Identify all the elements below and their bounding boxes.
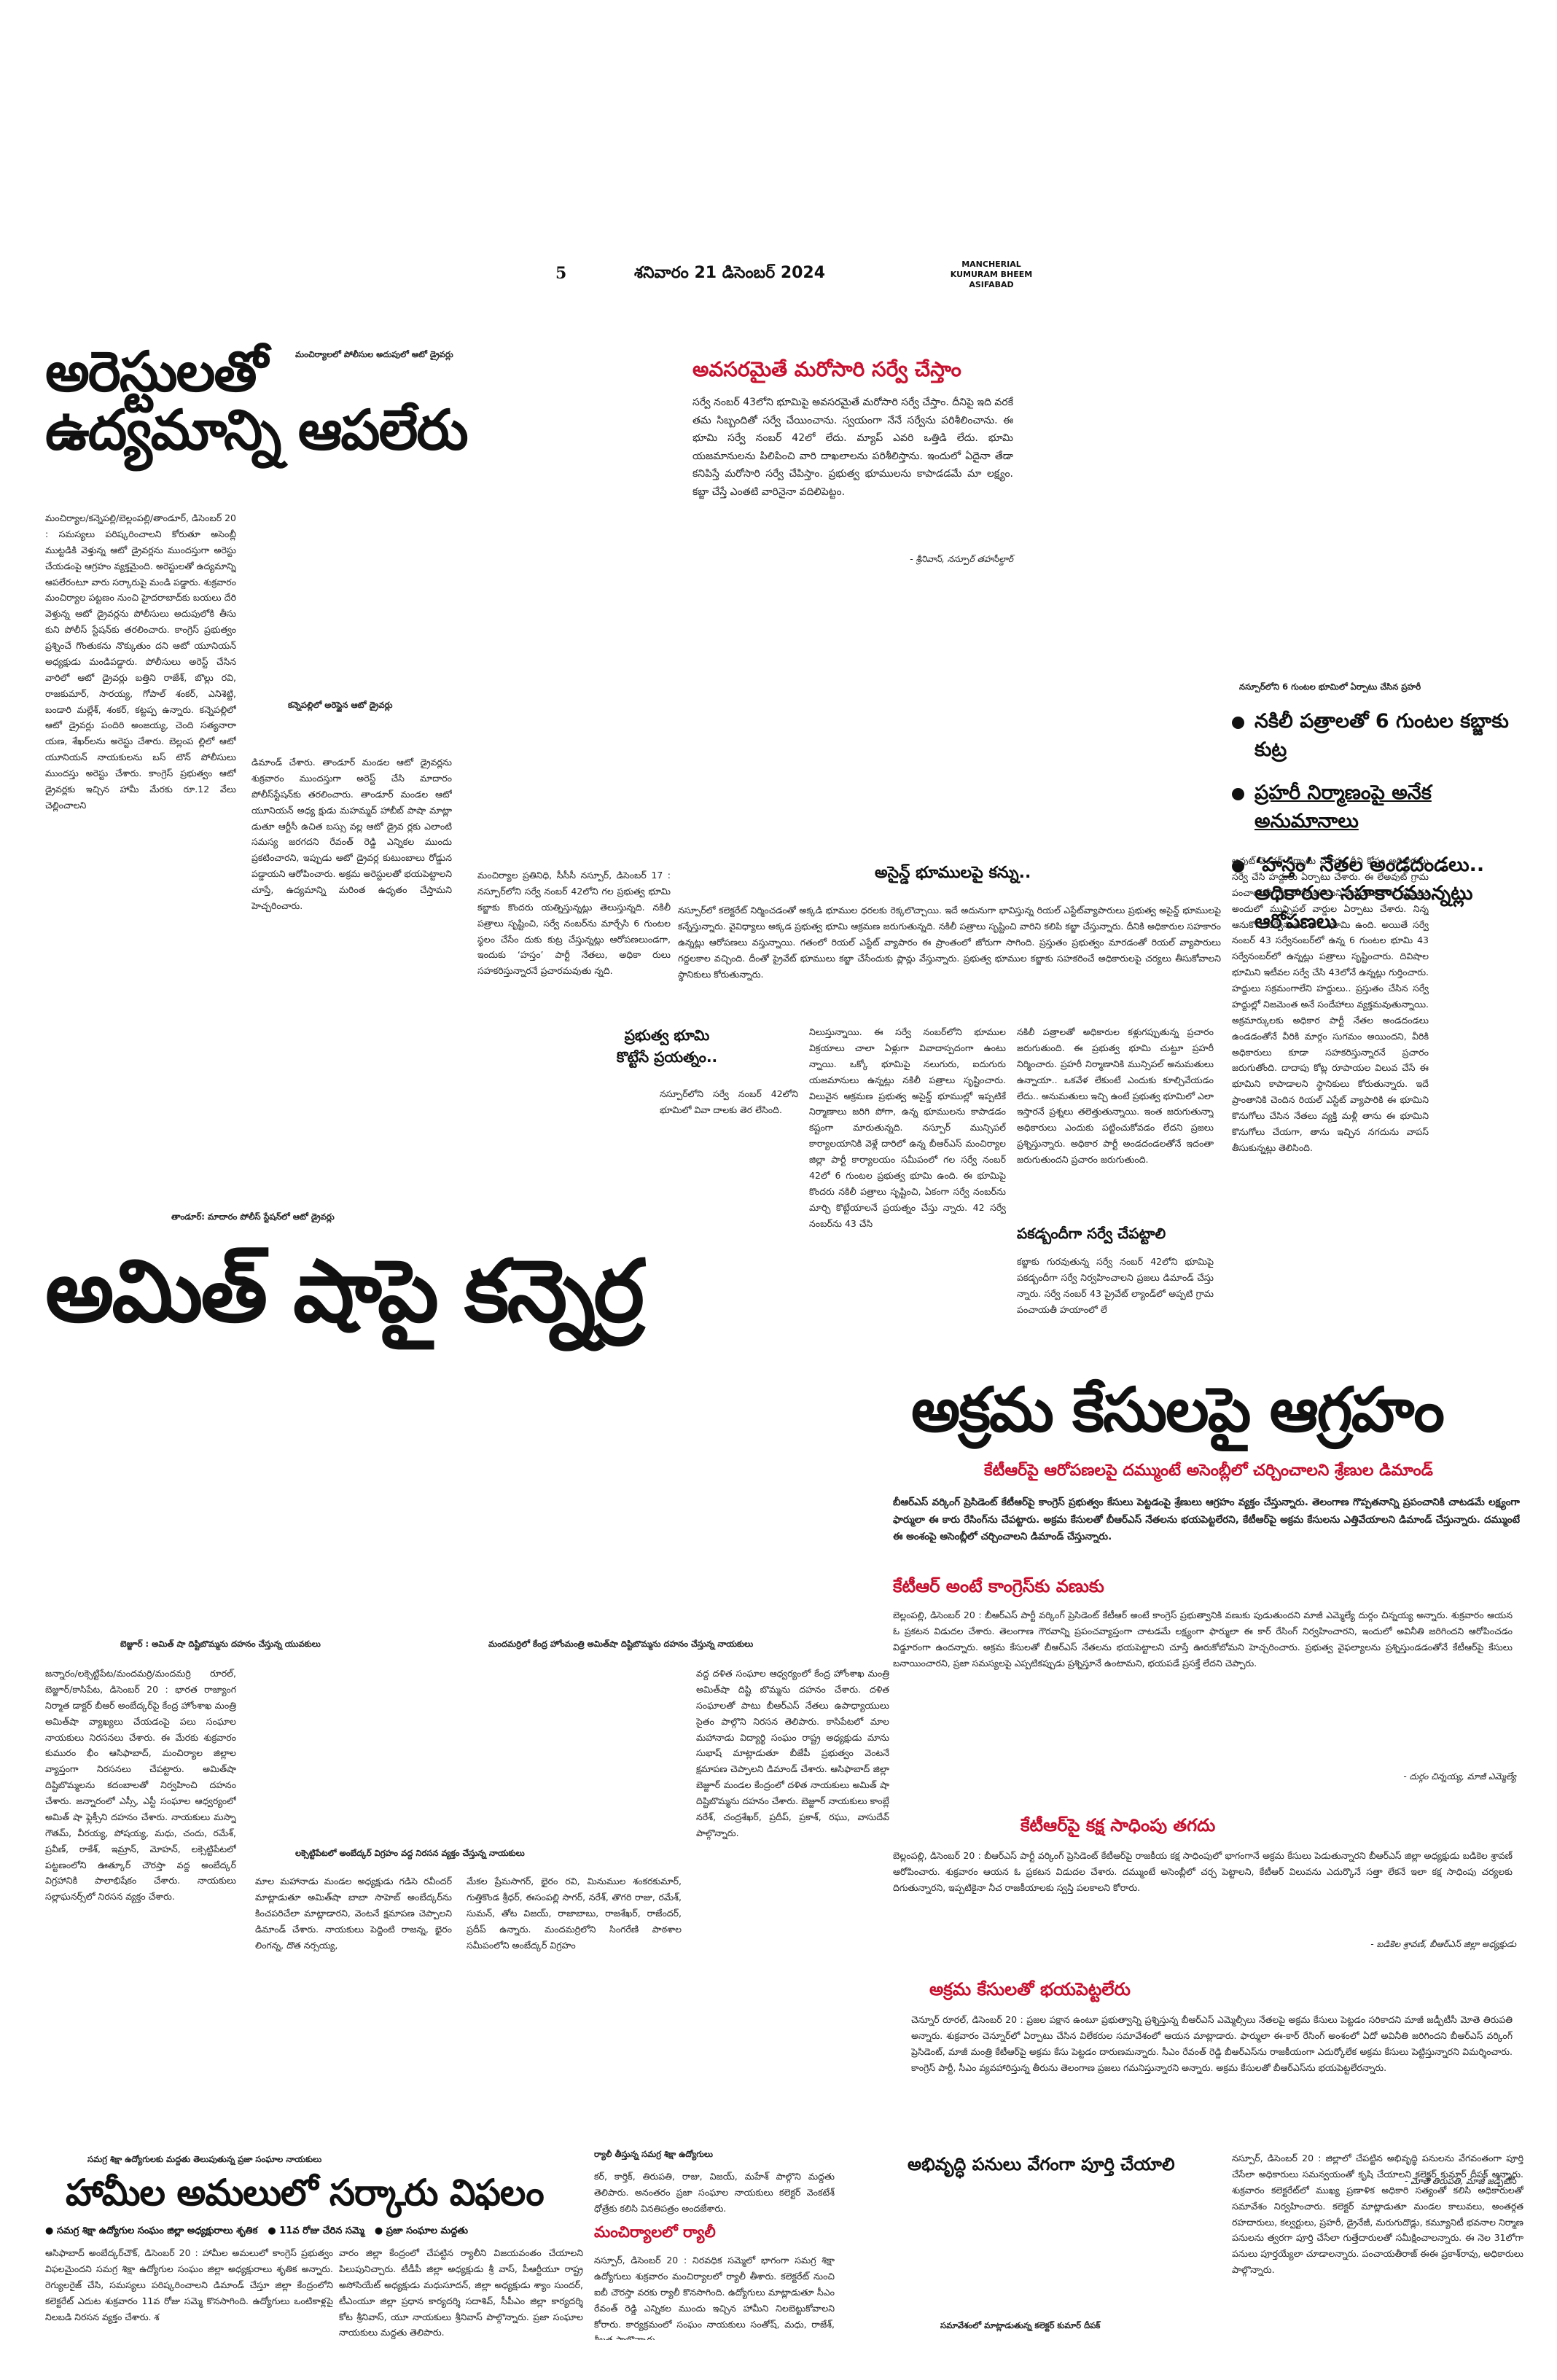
story1-column-1: మంచిర్యాల/కన్నెపల్లి/బెల్లంపల్లి/తాండూర్…: [45, 512, 236, 811]
story3-column-1: మంచిర్యాల ప్రతినిధి, సీసీసీ నస్పూర్, డిస…: [477, 870, 671, 977]
edition-line-3: ASIFABAD: [969, 279, 1014, 289]
story5-subhead-2: కేటీఆర్‌పై కక్ష సాధింపు తగదు: [1021, 1815, 1216, 1835]
story3-bullet-text: ప్రహరీ నిర్మాణంపై అనేక అనుమానాలు: [1254, 781, 1432, 833]
story3-kicker: నస్పూర్‌లోని 6 గుంటల భూమిలో ఏర్పాటు చేసి…: [1239, 682, 1421, 692]
story4-caption-3: లక్సెట్టిపేటలో అంబేద్కర్ విగ్రహం వద్ద ని…: [295, 1848, 525, 1858]
story6-column-1: ఆసిఫాబాద్ అంబేద్కర్‌చౌక్, డిసెంబర్ 20 : …: [45, 2247, 333, 2322]
story3-subhead-2-line1: ప్రభుత్వ భూమి: [624, 1026, 710, 1044]
bullet-dot-icon: [1232, 859, 1244, 873]
edition-line-1: MANCHERIAL: [961, 260, 1021, 269]
story3-bullet-item: ‘హస్తం’ నేతల అండదండలు.. అధికారుల సహకారము…: [1232, 851, 1538, 936]
story1-headline-line1: అరెస్టులతో: [45, 339, 268, 404]
story3-bullet-text: నకిలీ పత్రాలతో 6 గుంటల కబ్జాకు కుట్ర: [1254, 710, 1509, 762]
story6-bullets: ● సమగ్ర శిక్షా ఉద్యోగుల సంఘం జిల్లా అధ్య…: [45, 2225, 606, 2239]
story3-column-5b: కబ్జాకు గురవుతున్న సర్వే నంబర్ 42లోని భూ…: [1017, 1256, 1214, 1315]
story6-column-2: వారం జిల్లా కేంద్రంలో చేపట్టిన ర్యాలీని …: [339, 2247, 583, 2338]
story5-signature-1: - దుర్గం చిన్నయ్య, మాజీ ఎమ్మెల్యే: [1403, 1771, 1516, 1782]
story4-column-2: వద్ద దళిత సంఘాల ఆధ్వర్యంలో కేంద్ర హోంశాఖ…: [696, 1668, 889, 1838]
story3-column-6: అవుట్ వెంచర్ ఏర్పాటు చేశారు. దీని కోసం అ…: [1232, 855, 1429, 1153]
story5-subhead-3: అక్రమ కేసులతో భయపెట్టలేరు: [929, 1979, 1131, 1999]
story1-headline: అరెస్టులతో ఉద్యమాన్ని ఆపలేరు: [45, 339, 469, 462]
story6-bullet-2: 11వ రోజు చేరిన సమ్మె: [279, 2225, 364, 2236]
story5-headline: అక్రమ కేసులపై ఆగ్రహం: [911, 1374, 1445, 1445]
story3-subhead-2: ప్రభుత్వ భూమి కొట్టేసే ప్రయత్నం..: [594, 1024, 740, 1068]
story6-column-3: కర్, కార్తిక్, తిరుపతి, రాజు, విజయ్, మహే…: [594, 2171, 835, 2214]
edition-line-2: KUMURAM BHEEM: [950, 269, 1033, 279]
story4-caption-2: మందమర్రిలో కేంద్ర హోంమంత్రి అమిత్‌షా దిష…: [488, 1639, 754, 1649]
story6-kicker-2: ర్యాలీ తీస్తున్న సమగ్ర శిక్షా ఉద్యోగులు: [594, 2149, 714, 2159]
story5-text-1: బెల్లంపల్లి, డిసెంబర్ 20 : బీఆర్ఎస్ పార్…: [893, 1610, 1513, 1669]
page-number: 5: [555, 264, 567, 283]
story4-column-4: మేకల ప్రేమసాగర్, భైరం రవి, మినుముల శంకరక…: [467, 1876, 682, 1951]
story1-headline-line2: ఉద్యమాన్ని ఆపలేరు: [45, 397, 469, 462]
story3-bullet-list: నకిలీ పత్రాలతో 6 గుంటల కబ్జాకు కుట్ర ప్ర…: [1232, 707, 1538, 936]
story6-kicker: సమగ్ర శిక్షా ఉద్యోగులకు మద్దతు తెలుపుతున…: [87, 2154, 322, 2164]
story3-bullet-text: ‘హస్తం’ నేతల అండదండలు.. అధికారుల సహకారము…: [1254, 853, 1485, 933]
story3-column-2: నస్పూర్‌లో కలెక్టరేట్ నిర్మించడంతో అక్కడ…: [678, 905, 1221, 980]
story5-signature-2: - బడికెల శ్రావణ్, బీఆర్ఎస్ జిల్లా అధ్యక్…: [1370, 1939, 1516, 1949]
story6-bullet: ● ప్రజా సంఘాల మద్దతు: [374, 2225, 469, 2236]
story6-bullet: ● సమగ్ర శిక్షా ఉద్యోగుల సంఘం జిల్లా అధ్య…: [45, 2225, 258, 2236]
story5-lead: బీఆర్ఎస్ వర్కింగ్ ప్రెసిడెంట్ కేటీఆర్‌పై…: [893, 1497, 1520, 1543]
story4-column-3: మాల మహానాడు మండల అధ్యక్షుడు గడిసె రవీందర…: [255, 1876, 452, 1951]
story4-caption-1: బెజ్జూర్ : అమిత్ షా దిష్టిబొమ్మను దహనం చ…: [120, 1639, 321, 1649]
story6-headline: హామీల అమలులో సర్కారు విఫలం: [66, 2172, 545, 2214]
story3-bullet-item: నకిలీ పత్రాలతో 6 గుంటల కబ్జాకు కుట్ర: [1232, 707, 1538, 764]
story6-column-3b: నస్పూర్, డిసెంబర్ 20 : నిరవధిక సమ్మెలో భ…: [594, 2255, 835, 2340]
story6-bullet-1: సమగ్ర శిక్షా ఉద్యోగుల సంఘం జిల్లా అధ్యక్…: [56, 2225, 258, 2236]
edition-label: MANCHERIAL KUMURAM BHEEM ASIFABAD: [922, 260, 1061, 289]
story3-column-5: నకిలీ పత్రాలతో అధికారుల కళ్లుగప్పుతున్న …: [1017, 1026, 1214, 1165]
story3-bullet-item: ప్రహరీ నిర్మాణంపై అనేక అనుమానాలు: [1232, 779, 1538, 835]
bullet-dot-icon: [1232, 717, 1244, 729]
story4-headline: అమిత్ షాపై కన్నెర్ర: [45, 1241, 644, 1341]
story7-column-1: నస్పూర్, డిసెంబర్ 20 : జిల్లాలో చేపట్టిన…: [1232, 2153, 1523, 2276]
story3-column-4: నిలుస్తున్నాయి. ఈ సర్వే నంబర్‌లోని భూముల…: [809, 1026, 1006, 1229]
story2-quote-text: సర్వే నంబర్ 43లోని భూమిపై అవసరమైతే మరోసా…: [692, 397, 1013, 498]
story5-signature-3: - మోతె తిరుపతి, మాజీ జడ్పీటీసీ: [1405, 2176, 1516, 2186]
story4-column-1: జన్నారం/లక్సెట్టిపేట/మందమర్రి/మందమర్రి ర…: [45, 1668, 236, 1903]
story3-subhead-3: పకడ్బందీగా సర్వే చేపట్టాలి: [1017, 1225, 1166, 1242]
story2-quote-signature: - శ్రీనివాస్, నస్పూర్ తహసీల్దార్: [910, 554, 1013, 564]
story5-subhead-1: కేటీఆర్ అంటే కాంగ్రెస్‌కు వణుకు: [893, 1576, 1104, 1596]
story4-kicker: తాండూర్: మాదారం పోలీస్ స్టేషన్‌లో ఆటో డ్…: [171, 1212, 335, 1222]
story3-subhead-2-line2: కొట్టేసే ప్రయత్నం..: [616, 1048, 718, 1066]
story6-subhead: మంచిర్యాలలో ర్యాలీ: [594, 2223, 716, 2241]
story5-subheadline: కేటీఆర్‌పై ఆరోపణలపై దమ్ముంటే అసెంబ్లీలో …: [984, 1462, 1433, 1480]
story6-bullet-3: ప్రజా సంఘాల మద్దతు: [386, 2225, 469, 2236]
story7-headline: అభివృద్ధి పనులు వేగంగా పూర్తి చేయాలి: [908, 2154, 1175, 2174]
bullet-dot-icon: [1232, 788, 1244, 801]
story3-subhead-1: అసైన్డ్ భూములపై కన్ను..: [875, 864, 1031, 882]
story2-quote-heading: అవసరమైతే మరోసారి సర్వే చేస్తాం: [692, 357, 961, 381]
story5-text-2: బెల్లంపల్లి, డిసెంబర్ 20 : బీఆర్ఎస్ పార్…: [893, 1850, 1513, 1893]
story1-sub-kicker: కన్నెపల్లిలో అరెస్టైన ఆటో డ్రైవర్లు: [288, 700, 393, 710]
story6-bullet: ● 11వ రోజు చేరిన సమ్మె: [268, 2225, 364, 2236]
story5-text-3: చెన్నూర్ రూరల్, డిసెంబర్ 20 : ప్రజల పక్ష…: [911, 2014, 1513, 2073]
story1-kicker: మంచిర్యాలలో పోలీసుల అదుపులో ఆటో డ్రైవర్ల…: [295, 349, 453, 359]
story3-column-3: నస్పూర్‌లోని సర్వే నంబర్ 42లోని భూమిలో వ…: [660, 1088, 798, 1115]
page-date: శనివారం 21 డిసెంబర్ 2024: [634, 264, 826, 282]
story7-caption: సమావేశంలో మాట్లాడుతున్న కలెక్టర్ కుమార్ …: [940, 2320, 1101, 2330]
story1-column-2: డిమాండ్ చేశారు. తాండూర్ మండల ఆటో డ్రైవర్…: [251, 757, 452, 911]
